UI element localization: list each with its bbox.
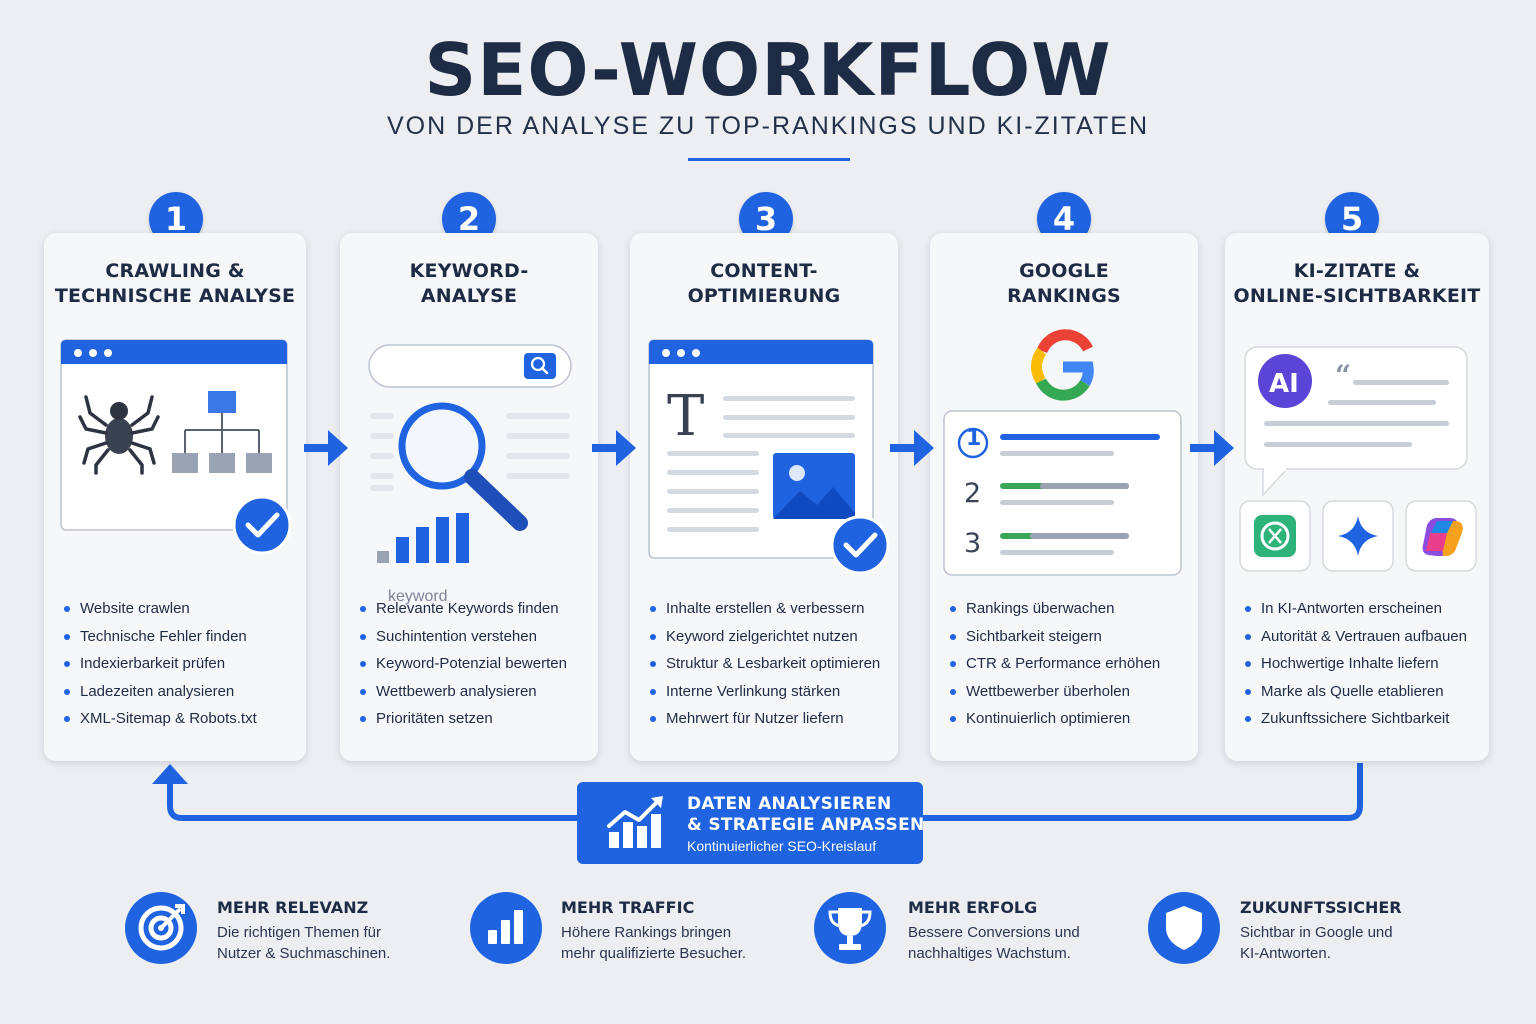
step-card-title: KI-ZITATE & ONLINE-SICHTBARKEIT (1233, 260, 1481, 307)
loop-title-line-1: DATEN ANALYSIEREN (687, 794, 892, 814)
arrow-right-icon (592, 430, 636, 466)
list-item: Kontinuierlich optimieren (950, 709, 1160, 737)
rank-2-label: 2 (964, 478, 982, 509)
benefit-title: ZUKUNFTSSICHER (1240, 898, 1402, 917)
list-item: Website crawlen (64, 599, 257, 627)
check-icon (232, 495, 292, 555)
list-item: In KI-Antworten erscheinen (1245, 599, 1467, 627)
bar-chart-icon (470, 892, 542, 964)
content-document-illustration: T (648, 339, 890, 575)
list-item: Keyword zielgerichtet nutzen (650, 627, 880, 655)
step-card-content: CONTENT- OPTIMIERUNG T Inhalte erstellen… (630, 233, 898, 761)
list-item: Mehrwert für Nutzer liefern (650, 709, 880, 737)
list-item: Struktur & Lesbarkeit optimieren (650, 654, 880, 682)
rank-1-label: 1 (966, 426, 982, 451)
crawler-browser-illustration (60, 339, 292, 555)
rank-3-label: 3 (964, 528, 982, 559)
benefit-title: MEHR RELEVANZ (217, 898, 369, 917)
step-bullet-list: Relevante Keywords finden Suchintention … (360, 599, 567, 737)
list-item: CTR & Performance erhöhen (950, 654, 1160, 682)
step-card-ai-citations: KI-ZITATE & ONLINE-SICHTBARKEIT “ AI In … (1225, 233, 1489, 761)
step-bullet-list: Website crawlen Technische Fehler finden… (64, 599, 257, 737)
list-item: Zukunftssichere Sichtbarkeit (1245, 709, 1467, 737)
ai-badge-icon: AI (1269, 369, 1299, 399)
list-item: Prioritäten setzen (360, 709, 567, 737)
step-bullet-list: Rankings überwachen Sichtbarkeit steiger… (950, 599, 1160, 737)
list-item: Inhalte erstellen & verbessern (650, 599, 880, 627)
loop-strategy-box: DATEN ANALYSIEREN & STRATEGIE ANPASSEN K… (577, 782, 925, 864)
list-item: Rankings überwachen (950, 599, 1160, 627)
image-icon (773, 453, 855, 519)
list-item: XML-Sitemap & Robots.txt (64, 709, 257, 737)
spider-icon (78, 395, 160, 475)
google-g-icon (1031, 329, 1094, 401)
list-item: Wettbewerb analysieren (360, 682, 567, 710)
keyword-search-input[interactable]: keyword (388, 588, 448, 605)
trophy-icon (814, 892, 886, 964)
step-card-keyword: KEYWORD- ANALYSE keyword Relevante Keywo… (340, 233, 598, 761)
ai-answer-illustration: “ (1239, 346, 1477, 572)
list-item: Sichtbarkeit steigern (950, 627, 1160, 655)
list-item: Ladezeiten analysieren (64, 682, 257, 710)
step-bullet-list: Inhalte erstellen & verbessern Keyword z… (650, 599, 880, 737)
list-item: Autorität & Vertrauen aufbauen (1245, 627, 1467, 655)
step-bullet-list: In KI-Antworten erscheinen Autorität & V… (1245, 599, 1467, 737)
arrow-right-icon (890, 430, 934, 466)
shield-icon (1148, 892, 1220, 964)
step-card-title: CONTENT- OPTIMIERUNG (687, 260, 841, 307)
target-icon (125, 892, 197, 964)
loop-caption: Kontinuierlicher SEO-Kreislauf (687, 838, 877, 854)
benefit-title: MEHR TRAFFIC (561, 898, 695, 917)
list-item: Wettbewerber überholen (950, 682, 1160, 710)
title-divider (688, 158, 850, 161)
step-card-title: CRAWLING & TECHNISCHE ANALYSE (54, 260, 296, 307)
svg-text:T: T (667, 384, 704, 449)
list-item: Indexierbarkeit prüfen (64, 654, 257, 682)
sitemap-icon (172, 391, 272, 473)
list-item: Relevante Keywords finden (360, 599, 567, 627)
growth-chart-icon (607, 796, 663, 848)
svg-text:“: “ (1335, 359, 1351, 392)
page-title: SEO-WORKFLOW (424, 28, 1112, 112)
list-item: Interne Verlinkung stärken (650, 682, 880, 710)
step-card-rankings: GOOGLE RANKINGS 1 2 3 Rankings überwache… (930, 233, 1198, 761)
step-card-title: GOOGLE RANKINGS (1007, 260, 1121, 307)
loop-title-line-2: & STRATEGIE ANPASSEN (687, 815, 925, 835)
list-item: Technische Fehler finden (64, 627, 257, 655)
rankings-illustration (943, 329, 1182, 576)
list-item: Keyword-Potenzial bewerten (360, 654, 567, 682)
keyword-search-illustration (368, 344, 572, 563)
page-subtitle: VON DER ANALYSE ZU TOP-RANKINGS UND KI-Z… (386, 112, 1149, 140)
list-item: Suchintention verstehen (360, 627, 567, 655)
list-item: Hochwertige Inhalte liefern (1245, 654, 1467, 682)
step-card-crawling: CRAWLING & TECHNISCHE ANALYSE (44, 233, 306, 761)
growth-bars-icon (377, 513, 469, 563)
check-icon (830, 515, 890, 575)
step-card-title: KEYWORD- ANALYSE (409, 260, 529, 307)
list-item: Marke als Quelle etablieren (1245, 682, 1467, 710)
benefit-title: MEHR ERFOLG (908, 898, 1038, 917)
magnifier-icon (398, 402, 528, 531)
arrow-right-icon (304, 430, 348, 466)
arrow-right-icon (1190, 430, 1234, 466)
